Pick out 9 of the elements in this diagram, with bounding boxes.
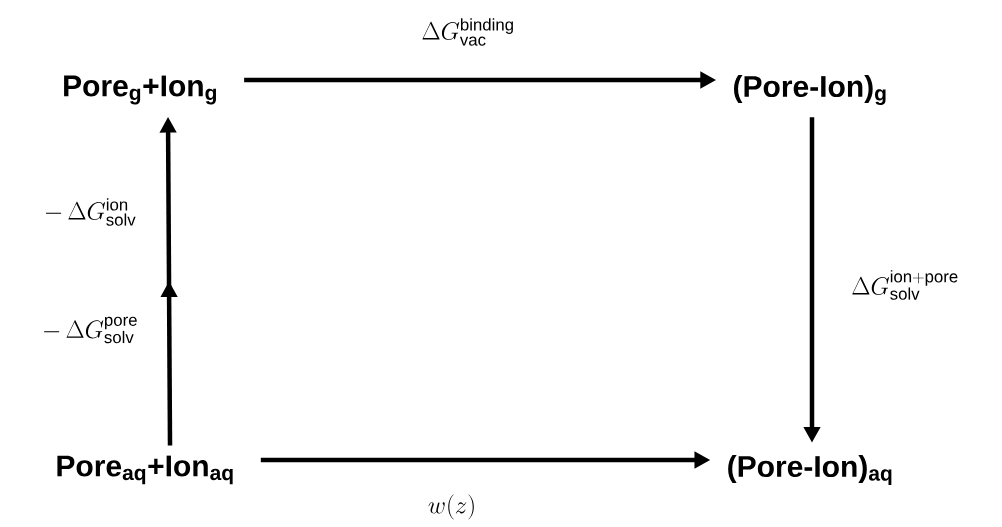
edge-label: $\Delta G^{\mathrm{ion+pore}}_{\mathrm{solv}}$	[850, 269, 960, 301]
state-label: Pore$_{g}$+Ion$_{g}$	[64, 75, 216, 105]
edge-label: $w(z)$	[426, 493, 478, 521]
state-label: Pore$_{aq}$+Ion$_{aq}$	[57, 455, 233, 485]
state-label: (Pore-Ion)$_{aq}$	[728, 455, 892, 485]
formula-label: $-\,\Delta G^{\mathrm{ion}}_{\mathrm{solv}}$	[42, 197, 138, 227]
edge-label: $-\,\Delta G^{\mathrm{pore}}_{\mathrm{solv}}$	[41, 315, 140, 345]
edge-label: $\Delta G^{\mathrm{binding}}_{\mathrm{vac}}$	[420, 17, 516, 47]
state-label: (Pore-Ion)$_{g}$	[734, 75, 886, 105]
